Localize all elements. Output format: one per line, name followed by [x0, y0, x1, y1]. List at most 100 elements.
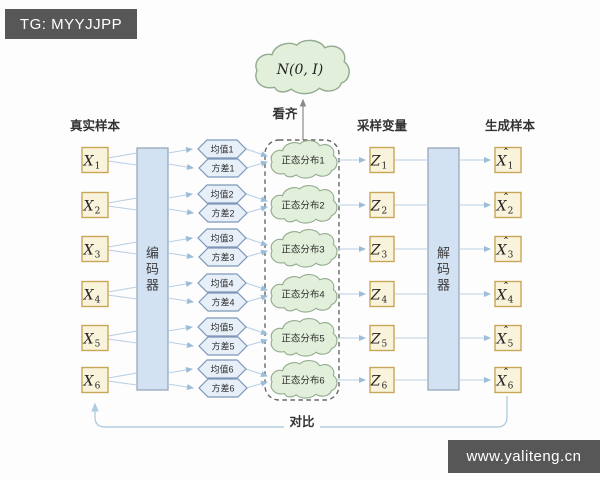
x-box-4 — [81, 280, 109, 308]
encoder-to-mean-arrow — [167, 367, 194, 374]
normal-dist-cloud-2 — [270, 185, 338, 224]
mean-hexagon-5 — [197, 317, 247, 337]
z-box-4 — [369, 280, 395, 308]
normal-dist-label-5: 正态分布5 — [281, 333, 324, 345]
variance-to-dist-arrow — [245, 160, 269, 169]
decoder-rect — [427, 147, 460, 391]
xhat-box-1 — [494, 146, 522, 174]
x-to-encoder-line — [107, 249, 138, 255]
xhat-box-3-hat: ˆ — [503, 236, 509, 250]
variance-hexagon-4-label: 方差4 — [211, 297, 234, 308]
variance-hexagon-2-label: 方差2 — [211, 208, 234, 219]
variance-hexagon-1-label: 方差1 — [211, 163, 234, 174]
encoder-block: 编码器 — [136, 147, 169, 391]
xhat-box-4-hat: ˆ — [503, 281, 509, 295]
variance-hexagon-6-label: 方差6 — [211, 383, 234, 394]
mean-to-dist-arrow — [245, 368, 269, 377]
z-box-6 — [369, 366, 395, 394]
x-to-encoder-line — [107, 197, 138, 204]
mean-hexagon-4-label: 均值4 — [210, 278, 233, 289]
normal-dist-cloud-3 — [270, 229, 338, 268]
variance-to-dist-arrow — [245, 249, 269, 258]
encoder-to-mean-arrow — [167, 147, 194, 154]
variance-to-dist-arrow — [245, 205, 269, 214]
top-left-banner-text: TG: MYYJJPP — [20, 16, 122, 33]
x-box-3 — [81, 235, 109, 263]
encoder-to-mean-arrow — [167, 281, 194, 288]
mean-hexagon-6-label: 均值6 — [210, 364, 233, 375]
x-to-encoder-line — [107, 205, 138, 211]
variance-to-dist-arrow — [245, 338, 269, 347]
header-sampled-variables: 采样变量 — [356, 118, 408, 133]
prior-cloud-label: N(0, I) — [276, 62, 324, 78]
xhat-box-5-hat: ˆ — [503, 325, 509, 339]
align-label: 看齐 — [272, 106, 298, 121]
prior-cloud: N(0, I) — [255, 39, 350, 95]
xhat-box-6-hat: ˆ — [503, 367, 509, 381]
encoder-to-variance-arrow — [167, 341, 195, 349]
normal-dist-label-6: 正态分布6 — [281, 375, 324, 387]
z-box-2 — [369, 191, 395, 219]
encoder-to-variance-arrow — [167, 252, 195, 260]
variance-hexagon-5 — [198, 336, 248, 356]
decoder-block: 解码器 — [427, 147, 460, 391]
bottom-right-banner-text: www.yaliteng.cn — [465, 448, 581, 465]
variance-hexagon-2 — [198, 203, 248, 223]
normal-dist-label-3: 正态分布3 — [281, 244, 324, 256]
variance-hexagon-6 — [198, 378, 248, 398]
x-box-5 — [81, 324, 109, 352]
normal-dist-cloud-5 — [270, 318, 338, 357]
normal-dist-cloud-6 — [270, 360, 338, 399]
variance-hexagon-5-label: 方差5 — [211, 341, 234, 352]
z-box-5 — [369, 324, 395, 352]
encoder-to-variance-arrow — [167, 163, 195, 171]
encoder-to-mean-arrow — [167, 192, 194, 199]
variance-to-dist-arrow — [245, 380, 269, 389]
x-to-encoder-line — [107, 330, 138, 337]
xhat-box-4 — [494, 280, 522, 308]
mean-hexagon-5-label: 均值5 — [210, 322, 233, 333]
header-real-samples: 真实样本 — [70, 118, 121, 133]
mean-hexagon-1-label: 均值1 — [210, 144, 233, 155]
variance-hexagon-1 — [198, 158, 248, 178]
header-generated-samples: 生成样本 — [485, 118, 536, 133]
z-box-1 — [369, 146, 395, 174]
mean-hexagon-2 — [197, 184, 247, 204]
xhat-box-6 — [494, 366, 522, 394]
compare-label-bg — [284, 413, 320, 429]
x-to-encoder-line — [107, 241, 138, 248]
x-box-1 — [81, 146, 109, 174]
encoder-label: 编码器 — [146, 246, 159, 293]
x-to-encoder-line — [107, 152, 138, 159]
compare-bracket: 对比 — [91, 396, 508, 429]
x-to-encoder-line — [107, 372, 138, 379]
x-to-encoder-line — [107, 294, 138, 300]
top-left-banner: TG: MYYJJPP — [5, 9, 137, 39]
mean-to-dist-arrow — [245, 326, 269, 335]
normal-dist-cloud-4 — [270, 274, 338, 313]
encoder-rect — [136, 147, 169, 391]
mean-hexagon-2-label: 均值2 — [210, 189, 233, 200]
mean-hexagon-3 — [197, 228, 247, 248]
bottom-right-banner-bg — [448, 440, 600, 473]
x-box-2 — [81, 191, 109, 219]
mean-hexagon-4 — [197, 273, 247, 293]
variance-hexagon-3-label: 方差3 — [211, 252, 234, 263]
x-box-6 — [81, 366, 109, 394]
encoder-to-variance-arrow — [167, 383, 195, 391]
compare-label: 对比 — [289, 414, 315, 429]
z-box-3 — [369, 235, 395, 263]
x-to-encoder-line — [107, 160, 138, 166]
xhat-box-2 — [494, 191, 522, 219]
variance-hexagon-4 — [198, 292, 248, 312]
variance-to-dist-arrow — [245, 294, 269, 303]
normal-dist-label-4: 正态分布4 — [281, 289, 324, 301]
